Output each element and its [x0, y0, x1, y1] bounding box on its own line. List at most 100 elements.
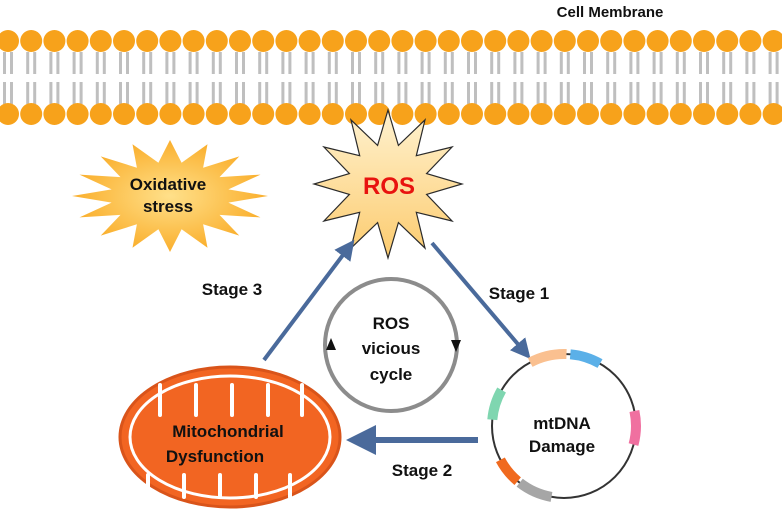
lipid-tail — [165, 52, 169, 74]
lipid-tail — [172, 82, 176, 104]
lipid-tail — [450, 82, 454, 104]
stage-3-label: Stage 3 — [202, 280, 262, 299]
lipid-tail — [218, 82, 222, 104]
lipid-tail — [10, 52, 13, 74]
lipid-tail — [652, 52, 656, 74]
oxidative-stress-label-line1: Oxidative — [130, 175, 207, 194]
lipid-tail — [79, 52, 83, 74]
lipid-head — [577, 30, 599, 52]
lipid-head — [252, 103, 275, 125]
lipid-tail — [3, 52, 6, 74]
lipid-head — [484, 30, 507, 52]
lipid-tail — [729, 82, 733, 104]
lipid-tail — [427, 82, 431, 104]
lipid-tail — [265, 52, 269, 74]
lipid-tail — [566, 82, 570, 104]
lipid-tail — [775, 82, 779, 104]
lipid-head — [530, 30, 553, 52]
lipid-tail — [351, 82, 354, 104]
lipid-head — [669, 30, 692, 52]
lipid-head — [20, 30, 43, 52]
lipid-head — [484, 103, 507, 125]
cycle-label-line1: ROS — [373, 314, 410, 333]
mtdna-label-line2: Damage — [529, 437, 595, 456]
lipid-head — [391, 30, 414, 52]
lipid-tail — [768, 82, 772, 104]
lipid-tail — [420, 82, 424, 104]
lipid-head — [577, 103, 599, 125]
lipid-head — [507, 30, 530, 52]
lipid-tail — [775, 52, 779, 74]
lipid-tail — [211, 52, 215, 74]
lipid-head — [113, 103, 135, 125]
mitochondrion: Mitochondrial Dysfunction — [118, 365, 342, 509]
lipid-tail — [126, 52, 129, 74]
lipid-tail — [258, 52, 262, 74]
lipid-tail — [195, 82, 199, 104]
lipid-tail — [606, 82, 610, 104]
lipid-tail — [358, 52, 361, 74]
lipid-head — [113, 30, 135, 52]
lipid-tail — [443, 52, 447, 74]
lipid-tail — [520, 52, 524, 74]
lipid-tail — [404, 82, 408, 104]
lipid-head — [437, 30, 460, 52]
lipid-tail — [752, 82, 756, 104]
lipid-head — [89, 103, 112, 125]
lipid-head — [600, 30, 623, 52]
stage-2-label: Stage 2 — [392, 461, 452, 480]
lipid-tail — [590, 82, 593, 104]
lipid-head — [553, 30, 576, 52]
lipid-tail — [636, 52, 640, 74]
lipid-head — [693, 103, 715, 125]
lipid-tail — [467, 52, 470, 74]
lipid-head — [762, 30, 782, 52]
lipid-tail — [3, 82, 6, 104]
cycle-arrowhead-right — [451, 340, 461, 352]
lipid-tail — [745, 52, 749, 74]
oxidative-stress-label-line2: stress — [143, 197, 193, 216]
lipid-tail — [258, 82, 262, 104]
lipid-head — [646, 103, 669, 125]
lipid-head — [669, 103, 692, 125]
lipid-tail — [729, 52, 733, 74]
lipid-tail — [33, 52, 37, 74]
lipid-tail — [56, 82, 60, 104]
lipid-tail — [242, 82, 245, 104]
lipid-head — [507, 103, 530, 125]
lipid-tail — [49, 52, 53, 74]
lipid-tail — [79, 82, 83, 104]
lipid-tail — [706, 52, 709, 74]
lipid-tail — [497, 52, 501, 74]
lipid-tail — [497, 82, 501, 104]
lipid-tail — [490, 82, 494, 104]
lipid-tail — [265, 82, 269, 104]
lipid-head — [693, 30, 715, 52]
lipid-head — [553, 103, 576, 125]
plasmid-segment — [527, 348, 567, 367]
lipid-tail — [374, 82, 378, 104]
lipid-tail — [304, 52, 308, 74]
lipid-head — [43, 103, 66, 125]
lipid-tail — [351, 52, 354, 74]
lipid-tail — [102, 82, 106, 104]
stage-arrows — [262, 239, 531, 455]
lipid-tail — [172, 52, 176, 74]
cycle-label-line2: vicious — [362, 339, 421, 358]
lipid-head — [159, 103, 182, 125]
lipid-tail — [195, 52, 199, 74]
mtdna-label-line1: mtDNA — [533, 414, 591, 433]
mito-label-line1: Mitochondrial — [172, 422, 283, 441]
lipid-head — [205, 30, 228, 52]
lipid-tail — [443, 82, 447, 104]
lipid-tail — [490, 52, 494, 74]
lipid-tail — [311, 52, 315, 74]
lipid-head — [437, 103, 460, 125]
lipid-tail — [613, 52, 617, 74]
lipid-tail — [559, 52, 563, 74]
lipid-tail — [311, 82, 315, 104]
lipid-tail — [188, 82, 192, 104]
lipid-tail — [543, 82, 547, 104]
lipid-tail — [682, 82, 686, 104]
lipid-tail — [72, 52, 76, 74]
